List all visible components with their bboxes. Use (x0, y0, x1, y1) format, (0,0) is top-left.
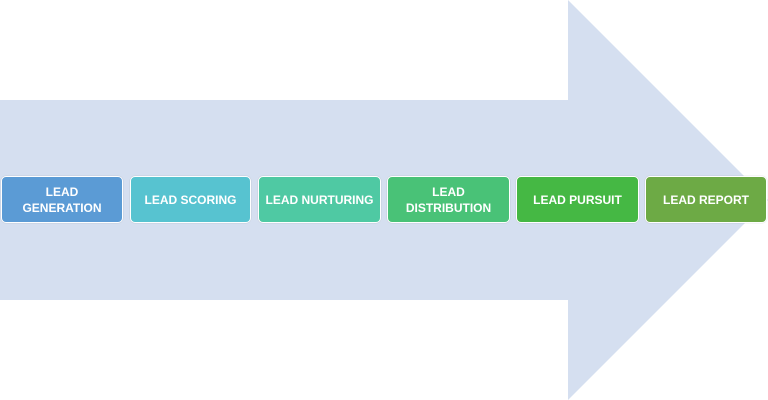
step-lead-pursuit: LEAD PURSUIT (516, 176, 639, 223)
step-label: LEAD REPORT (662, 192, 749, 207)
step-label: LEAD NURTURING (265, 192, 374, 207)
step-lead-generation: LEAD GENERATION (1, 176, 123, 223)
step-lead-scoring: LEAD SCORING (130, 176, 251, 223)
step-label: LEAD GENERATION (22, 184, 102, 215)
step-label: LEAD SCORING (144, 192, 237, 207)
step-label: LEAD PURSUIT (533, 192, 622, 207)
step-lead-nurturing: LEAD NURTURING (258, 176, 381, 223)
step-lead-report: LEAD REPORT (645, 176, 767, 223)
step-label: LEAD DISTRIBUTION (405, 184, 492, 215)
step-lead-distribution: LEAD DISTRIBUTION (387, 176, 510, 223)
